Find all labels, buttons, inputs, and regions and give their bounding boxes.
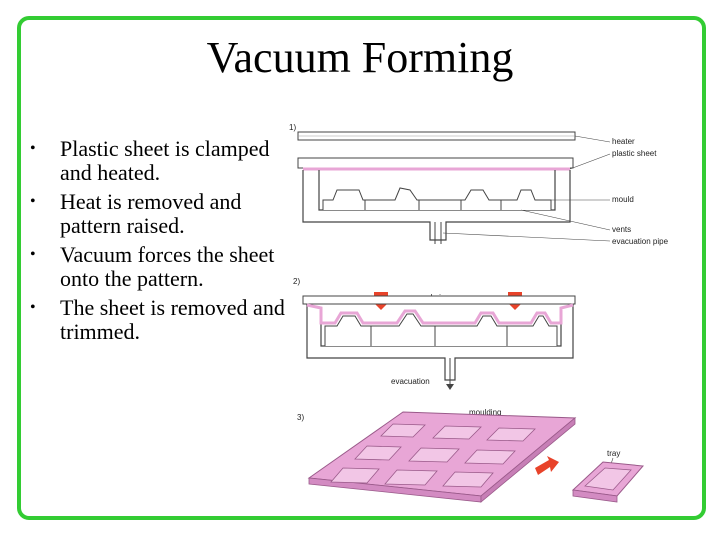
step2-number: 2) xyxy=(293,277,300,286)
bullet-dot-icon: • xyxy=(30,193,36,210)
label-vents: vents xyxy=(612,225,631,234)
label-tray: tray xyxy=(607,449,620,458)
step1-number: 1) xyxy=(289,123,296,132)
label-evacuation: evacuation xyxy=(391,377,430,386)
clamp-frame xyxy=(297,157,574,169)
formed-sheet xyxy=(306,303,574,325)
bullet-dot-icon: • xyxy=(30,246,36,263)
vacuum-forming-diagram: 1) heater plastic sheet mould vents evac… xyxy=(289,123,669,503)
mould-pattern xyxy=(322,187,552,210)
label-mould: mould xyxy=(612,195,634,204)
step3-number: 3) xyxy=(297,413,304,422)
bullet-item: •The sheet is removed and trimmed. xyxy=(30,295,285,344)
bullet-dot-icon: • xyxy=(30,140,36,157)
slide-frame xyxy=(17,16,706,520)
step3-diagram: 3) moulding tray xyxy=(297,408,645,503)
mould-box xyxy=(302,170,571,241)
label-moulding: moulding xyxy=(469,408,501,417)
bullet-dot-icon: • xyxy=(30,299,36,316)
bullet-item: •Heat is removed and pattern raised. xyxy=(30,189,242,238)
slide-title: Vacuum Forming xyxy=(206,33,514,82)
step1-diagram: 1) heater plastic sheet mould vents evac… xyxy=(289,123,669,246)
step2-diagram: 2) normal air pressure evacuation xyxy=(293,277,576,390)
label-heater: heater xyxy=(612,137,635,146)
bullet-list: •Plastic sheet is clamped and heated. •H… xyxy=(30,137,300,349)
trim-arrow-icon xyxy=(535,456,559,475)
label-evacuation-pipe: evacuation pipe xyxy=(612,237,669,246)
bullet-item: •Vacuum forces the sheet onto the patter… xyxy=(30,242,275,291)
label-plastic-sheet: plastic sheet xyxy=(612,149,657,158)
bullet-item: •Plastic sheet is clamped and heated. xyxy=(30,136,270,185)
